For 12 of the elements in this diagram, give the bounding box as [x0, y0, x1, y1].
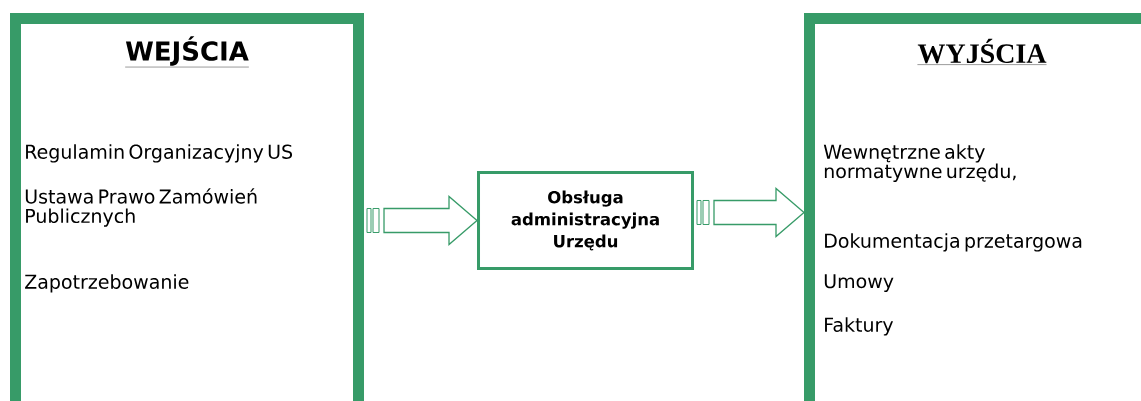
- panel-heading: WYJŚCIA: [917, 38, 1047, 65]
- list-item: Wewnętrzne akty normatywne urzędu,: [823, 144, 1016, 182]
- list-item: Faktury: [825, 317, 894, 336]
- block-arrow: [366, 195, 478, 246]
- process-box: Obsługa administracyjna Urzędu: [477, 171, 694, 270]
- list-item: Zapotrzebowanie: [25, 274, 189, 293]
- list-item: Umowy: [824, 274, 894, 292]
- block-arrow: [696, 187, 805, 238]
- list-item: Dokumentacja przetargowa: [825, 233, 1082, 252]
- panel-heading: WEJŚCIA: [124, 36, 250, 68]
- list-item: Regulamin Organizacyjny US: [26, 144, 293, 163]
- list-item: Ustawa Prawo Zamówień Publicznych: [25, 188, 257, 227]
